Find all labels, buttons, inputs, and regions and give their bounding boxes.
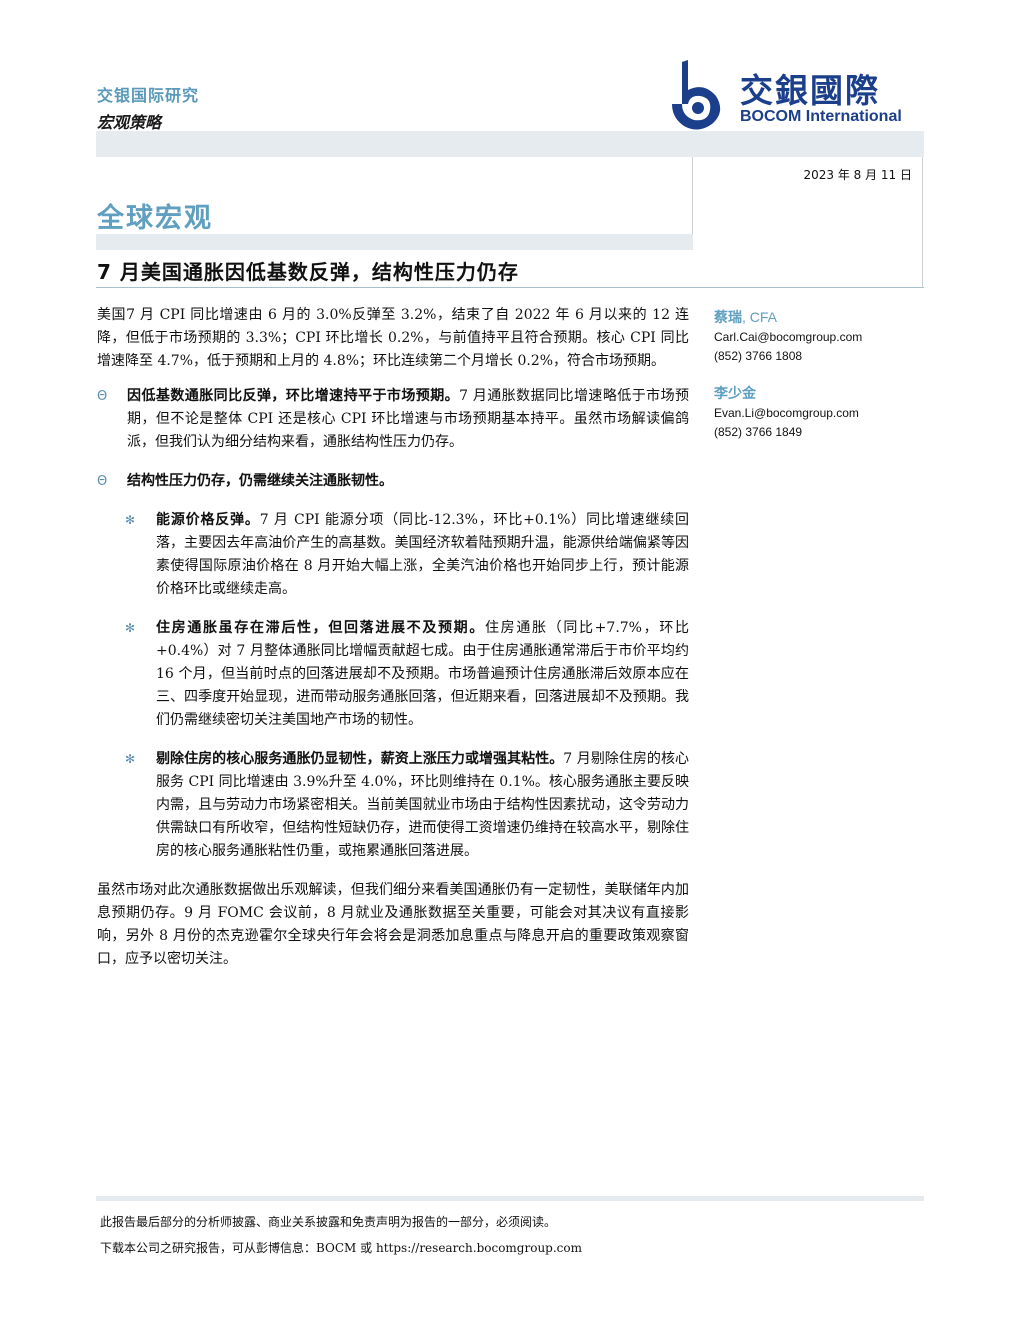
theta-bullet-icon: Θ [97, 474, 108, 489]
bullet-title: 结构性压力仍存，仍需继续关注通胀韧性。 [127, 473, 393, 489]
disclaimer-note: 此报告最后部分的分析师披露、商业关系披露和免责声明为报告的一部分，必须阅读。 [100, 1215, 557, 1229]
logo-chinese-name: 交銀國際 [740, 71, 880, 110]
section-band [96, 234, 693, 250]
company-logo: 交銀國際 BOCOM International [668, 60, 928, 132]
sub-bullet-item: ✻ 剔除住房的核心服务通胀仍显韧性，薪资上涨压力或增强其粘性。7 月剔除住房的核… [125, 748, 690, 863]
header-band [96, 131, 924, 157]
theta-bullet-icon: Θ [97, 389, 108, 404]
sub-bullet-title: 住房通胀虽存在滞后性，但回落进展不及预期。 [156, 620, 486, 636]
headline-rule [96, 287, 924, 288]
header-right-border [922, 157, 923, 288]
analyst-email[interactable]: Evan.Li@bocomgroup.com [714, 406, 859, 420]
asterisk-bullet-icon: ✻ [125, 752, 136, 766]
analyst-name-row: 李少金 [714, 385, 924, 404]
bullet-text: 7 月通胀数据同比增速略低于市场预期，但不论是整体 CPI 还是核心 CPI 环… [127, 388, 690, 450]
sub-bullet-text: 7 月剔除住房的核心服务 CPI 同比增速由 3.9%升至 4.0%，环比则维持… [156, 751, 690, 859]
research-org-name: 交银国际研究 [97, 86, 200, 105]
conclusion-paragraph: 虽然市场对此次通胀数据做出乐观解读，但我们细分来看美国通胀仍有一定韧性，美联储年… [97, 882, 689, 967]
analyst-phone: (852) 3766 1808 [714, 349, 803, 363]
sub-bullet-item: ✻ 能源价格反弹。7 月 CPI 能源分项（同比-12.3%，环比+0.1%）同… [125, 509, 690, 601]
analyst-name-row: 蔡瑞, CFA [714, 308, 924, 328]
analyst-name: 蔡瑞 [714, 310, 742, 326]
section-title: 全球宏观 [97, 203, 213, 234]
sub-bullet-title: 能源价格反弹。 [156, 512, 260, 528]
analyst-name: 李少金 [714, 386, 756, 402]
sub-bullet-title: 剔除住房的核心服务通胀仍显韧性，薪资上涨压力或增强其粘性。 [156, 751, 564, 767]
bullet-item: Θ 因低基数通胀同比反弹，环比增速持平于市场预期。7 月通胀数据同比增速略低于市… [97, 385, 689, 454]
analyst-phone: (852) 3766 1849 [714, 425, 803, 439]
asterisk-bullet-icon: ✻ [125, 513, 136, 527]
report-category: 宏观策略 [97, 113, 162, 132]
footer-band [96, 1196, 924, 1201]
sub-bullet-text: 住房通胀（同比+7.7%，环比+0.4%）对 7 月整体通胀同比增幅贡献超七成。… [156, 620, 689, 728]
download-note[interactable]: 下载本公司之研究报告，可从彭博信息：BOCM 或 https://researc… [100, 1241, 582, 1255]
bocom-logo-icon [672, 60, 721, 130]
sub-bullet-text: 7 月 CPI 能源分项（同比-12.3%，环比+0.1%）同比增速继续回落，主… [156, 512, 690, 597]
logo-english-name: BOCOM International [740, 108, 902, 125]
report-date: 2023 年 8 月 11 日 [803, 168, 912, 182]
analyst-email[interactable]: Carl.Cai@bocomgroup.com [714, 330, 863, 344]
report-headline: 7 月美国通胀因低基数反弹，结构性压力仍存 [97, 260, 519, 284]
bullet-item: Θ 结构性压力仍存，仍需继续关注通胀韧性。 [97, 470, 689, 493]
asterisk-bullet-icon: ✻ [125, 621, 136, 635]
bullet-title: 因低基数通胀同比反弹，环比增速持平于市场预期。 [127, 388, 460, 404]
intro-paragraph: 美国7 月 CPI 同比增速由 6 月的 3.0%反弹至 3.2%，结束了自 2… [97, 307, 689, 369]
sub-bullet-item: ✻ 住房通胀虽存在滞后性，但回落进展不及预期。住房通胀（同比+7.7%，环比+0… [125, 617, 689, 732]
analyst-panel: 蔡瑞, CFA Carl.Cai@bocomgroup.com (852) 37… [714, 308, 924, 442]
report-body: 美国7 月 CPI 同比增速由 6 月的 3.0%反弹至 3.2%，结束了自 2… [97, 304, 689, 983]
header-divider [692, 157, 693, 235]
analyst-credential: , CFA [742, 309, 778, 325]
